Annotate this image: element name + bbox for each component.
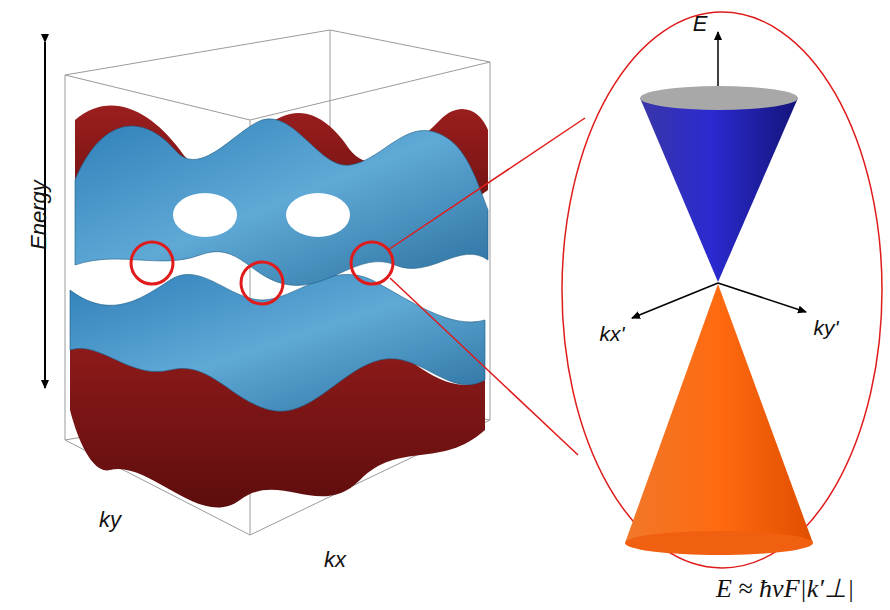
zoom-line bbox=[388, 118, 585, 455]
dirac-point-marker bbox=[131, 242, 393, 304]
plot-box bbox=[65, 30, 490, 535]
axis-arrow bbox=[632, 32, 806, 318]
axis-label: ky bbox=[99, 507, 121, 533]
zoom-ellipse bbox=[562, 12, 882, 568]
axis-label: kx bbox=[324, 547, 346, 573]
axis-label: Energy bbox=[26, 180, 52, 250]
axis-label: ky' bbox=[813, 316, 838, 340]
dirac-cone bbox=[625, 86, 813, 555]
axis-label: kx' bbox=[599, 322, 624, 346]
axis-label: E bbox=[693, 11, 708, 37]
dispersion-formula: E ≈ ħvF|k′⊥| bbox=[716, 573, 854, 604]
conduction-band bbox=[75, 106, 488, 286]
